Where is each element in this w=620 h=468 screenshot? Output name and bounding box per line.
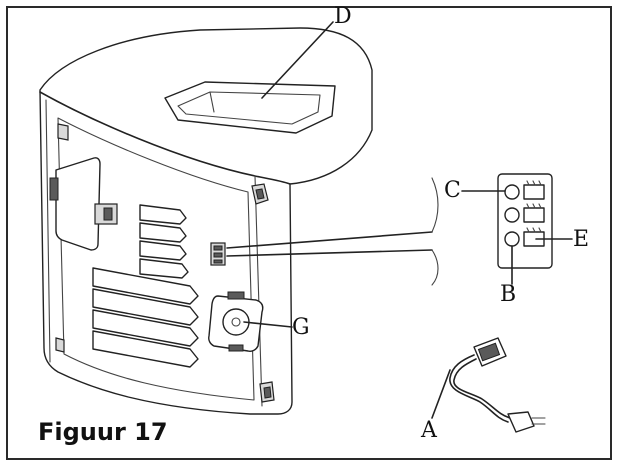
top-opening — [164, 81, 336, 134]
callout-leaders — [243, 21, 573, 419]
label-E: E — [573, 227, 590, 252]
label-C: C — [444, 178, 461, 203]
label-G: G — [292, 315, 310, 340]
power-cord — [449, 337, 546, 433]
upper-vents — [139, 204, 189, 279]
housing-clips — [55, 123, 275, 403]
figure-caption: Figuur 17 — [38, 418, 168, 446]
socket-detail-panel — [497, 173, 553, 269]
lower-vents — [92, 267, 199, 368]
zoom-leaders — [226, 177, 439, 286]
label-B: B — [500, 282, 517, 307]
round-inlet — [208, 291, 264, 352]
label-A: A — [421, 418, 437, 443]
label-D: D — [334, 4, 352, 29]
side-hatch — [49, 157, 118, 251]
body-socket-panel — [210, 242, 226, 266]
